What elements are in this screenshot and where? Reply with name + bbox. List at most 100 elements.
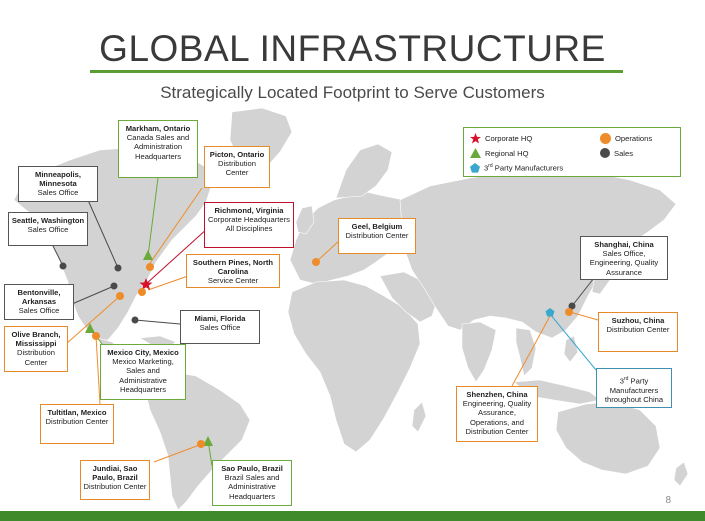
africa-shape [287, 279, 421, 453]
location-name: Shenzhen, China [466, 390, 528, 399]
location-desc: Sales Office [199, 323, 241, 333]
footer-bar [0, 511, 705, 521]
location-name: Shanghai, China [594, 240, 654, 249]
connector-markham [147, 177, 159, 257]
operations-marker-olive-branch [116, 292, 124, 300]
star-icon [470, 133, 481, 144]
title-underline [90, 70, 623, 73]
location-name: Seattle, Washington [11, 216, 85, 225]
location-box-suzhou: Suzhou, China Distribution Center [598, 312, 678, 352]
location-desc: 3rd Party Manufacturers throughout China [604, 376, 664, 404]
location-box-jundiai: Jundiai, Sao Paulo, Brazil Distribution … [80, 460, 150, 500]
location-name: Mexico City, Mexico [107, 348, 179, 357]
sales-marker-seattle [59, 262, 67, 270]
connector-shenzhen [511, 315, 551, 387]
uk-shape [295, 205, 315, 235]
connector-jundiai [153, 443, 203, 463]
location-name: Suzhou, China [611, 316, 665, 325]
location-desc: Brazil Sales and Administrative Headquar… [224, 473, 280, 501]
connector-seattle [51, 243, 64, 267]
connector-lines [51, 177, 599, 467]
location-desc: Sales Office [18, 306, 60, 316]
madagascar-shape [411, 401, 427, 433]
sales-marker-bentonville [110, 282, 118, 290]
legend-sales: Sales [600, 148, 633, 158]
pentagon-icon [470, 163, 480, 173]
location-desc: Service Center [207, 276, 259, 286]
location-name: Bentonville, Arkansas [17, 288, 61, 307]
location-desc: Distribution Center [17, 348, 55, 367]
location-name: Richmond, Virginia [214, 206, 284, 215]
legend-regional-hq: Regional HQ [470, 148, 528, 158]
legend-third-party-label: 3rd Party Manufacturers [484, 163, 564, 173]
location-name: Geel, Belgium [351, 222, 403, 231]
operations-marker-suzhou [565, 308, 573, 316]
connector-southern-pines [147, 275, 189, 291]
location-box-seattle: Seattle, Washington Sales Office [8, 212, 88, 246]
location-box-richmond: Richmond, Virginia Corporate Headquarter… [204, 202, 294, 248]
location-desc: Mexico Marketing, Sales and Administrati… [112, 357, 174, 394]
legend-third-party: 3rd Party Manufacturers [470, 163, 563, 173]
india-shape [461, 321, 497, 383]
location-name: Miami, Florida [194, 314, 246, 323]
location-desc: Sales Office [27, 225, 69, 235]
location-name: Sao Paulo, Brazil [221, 464, 283, 473]
location-name: Jundiai, Sao Paulo, Brazil [92, 464, 138, 483]
map-legend: Corporate HQ Regional HQ 3rd Party Manuf… [463, 127, 681, 177]
location-name: Markham, Ontario [125, 124, 191, 133]
location-desc: Distribution Center [83, 482, 147, 492]
map-markers [59, 250, 576, 448]
location-desc: Distribution Center [45, 417, 109, 427]
legend-corporate-hq: Corporate HQ [470, 133, 532, 144]
location-desc: Distribution Center [345, 231, 409, 241]
location-box-third-party-china: 3rd Party Manufacturers throughout China [596, 368, 672, 408]
location-box-tultitlan: Tultitlan, Mexico Distribution Center [40, 404, 114, 444]
location-desc: Sales Office [37, 188, 79, 198]
legend-sales-label: Sales [614, 148, 633, 158]
australia-shape [555, 401, 661, 475]
operations-marker-jundiai [197, 440, 205, 448]
connector-tultitlan [95, 335, 101, 405]
third-party-marker-china [545, 308, 555, 317]
location-box-sao-paulo: Sao Paulo, Brazil Brazil Sales and Admin… [212, 460, 292, 506]
location-box-mexico-city: Mexico City, Mexico Mexico Marketing, Sa… [100, 344, 186, 400]
legend-operations-label: Operations [615, 134, 653, 143]
legend-operations: Operations [600, 133, 652, 144]
new-zealand-shape [673, 461, 689, 487]
connector-bentonville [71, 285, 115, 305]
scandinavia-shape [335, 143, 393, 199]
location-box-geel: Geel, Belgium Distribution Center [338, 218, 416, 254]
location-desc: Engineering, Quality Assurance, Operatio… [462, 399, 532, 436]
connector-suzhou [569, 311, 599, 321]
connector-picton [147, 187, 203, 267]
connector-olive-branch [65, 295, 121, 345]
south-america-shape [145, 371, 251, 511]
location-name: Picton, Ontario [209, 150, 265, 159]
location-desc: Distribution Center [218, 159, 256, 178]
location-name: Minneapolis, Minnesota [35, 170, 81, 189]
orange-dot-icon [600, 133, 611, 144]
regional-hq-marker-markham [143, 250, 153, 260]
operations-marker-southern-pines [138, 288, 146, 296]
sales-marker-shanghai [568, 302, 576, 310]
operations-marker-tultitlan [92, 332, 100, 340]
regional-hq-marker-sao-paulo [203, 436, 213, 446]
page-title: GLOBAL INFRASTRUCTURE [99, 28, 606, 69]
gray-dot-icon [600, 148, 610, 158]
connector-minneapolis [87, 199, 119, 269]
location-box-shenzhen: Shenzhen, China Engineering, Quality Ass… [456, 386, 538, 442]
page-number: 8 [665, 495, 671, 506]
location-name: Olive Branch, Mississippi [11, 330, 61, 349]
location-box-picton: Picton, Ontario Distribution Center [204, 146, 270, 188]
location-box-shanghai: Shanghai, China Sales Office, Engineerin… [580, 236, 668, 280]
location-desc: Canada Sales and Administration Headquar… [126, 133, 190, 161]
se-asia-shape [515, 327, 537, 377]
operations-marker-geel [312, 258, 320, 266]
corporate-hq-star-richmond [139, 278, 153, 290]
philippines-shape [563, 335, 579, 363]
location-box-miami: Miami, Florida Sales Office [180, 310, 260, 344]
connector-geel [315, 239, 341, 263]
connector-miami [134, 319, 181, 325]
location-desc: Sales Office, Engineering, Quality Assur… [589, 249, 659, 277]
legend-corporate-hq-label: Corporate HQ [485, 134, 533, 143]
